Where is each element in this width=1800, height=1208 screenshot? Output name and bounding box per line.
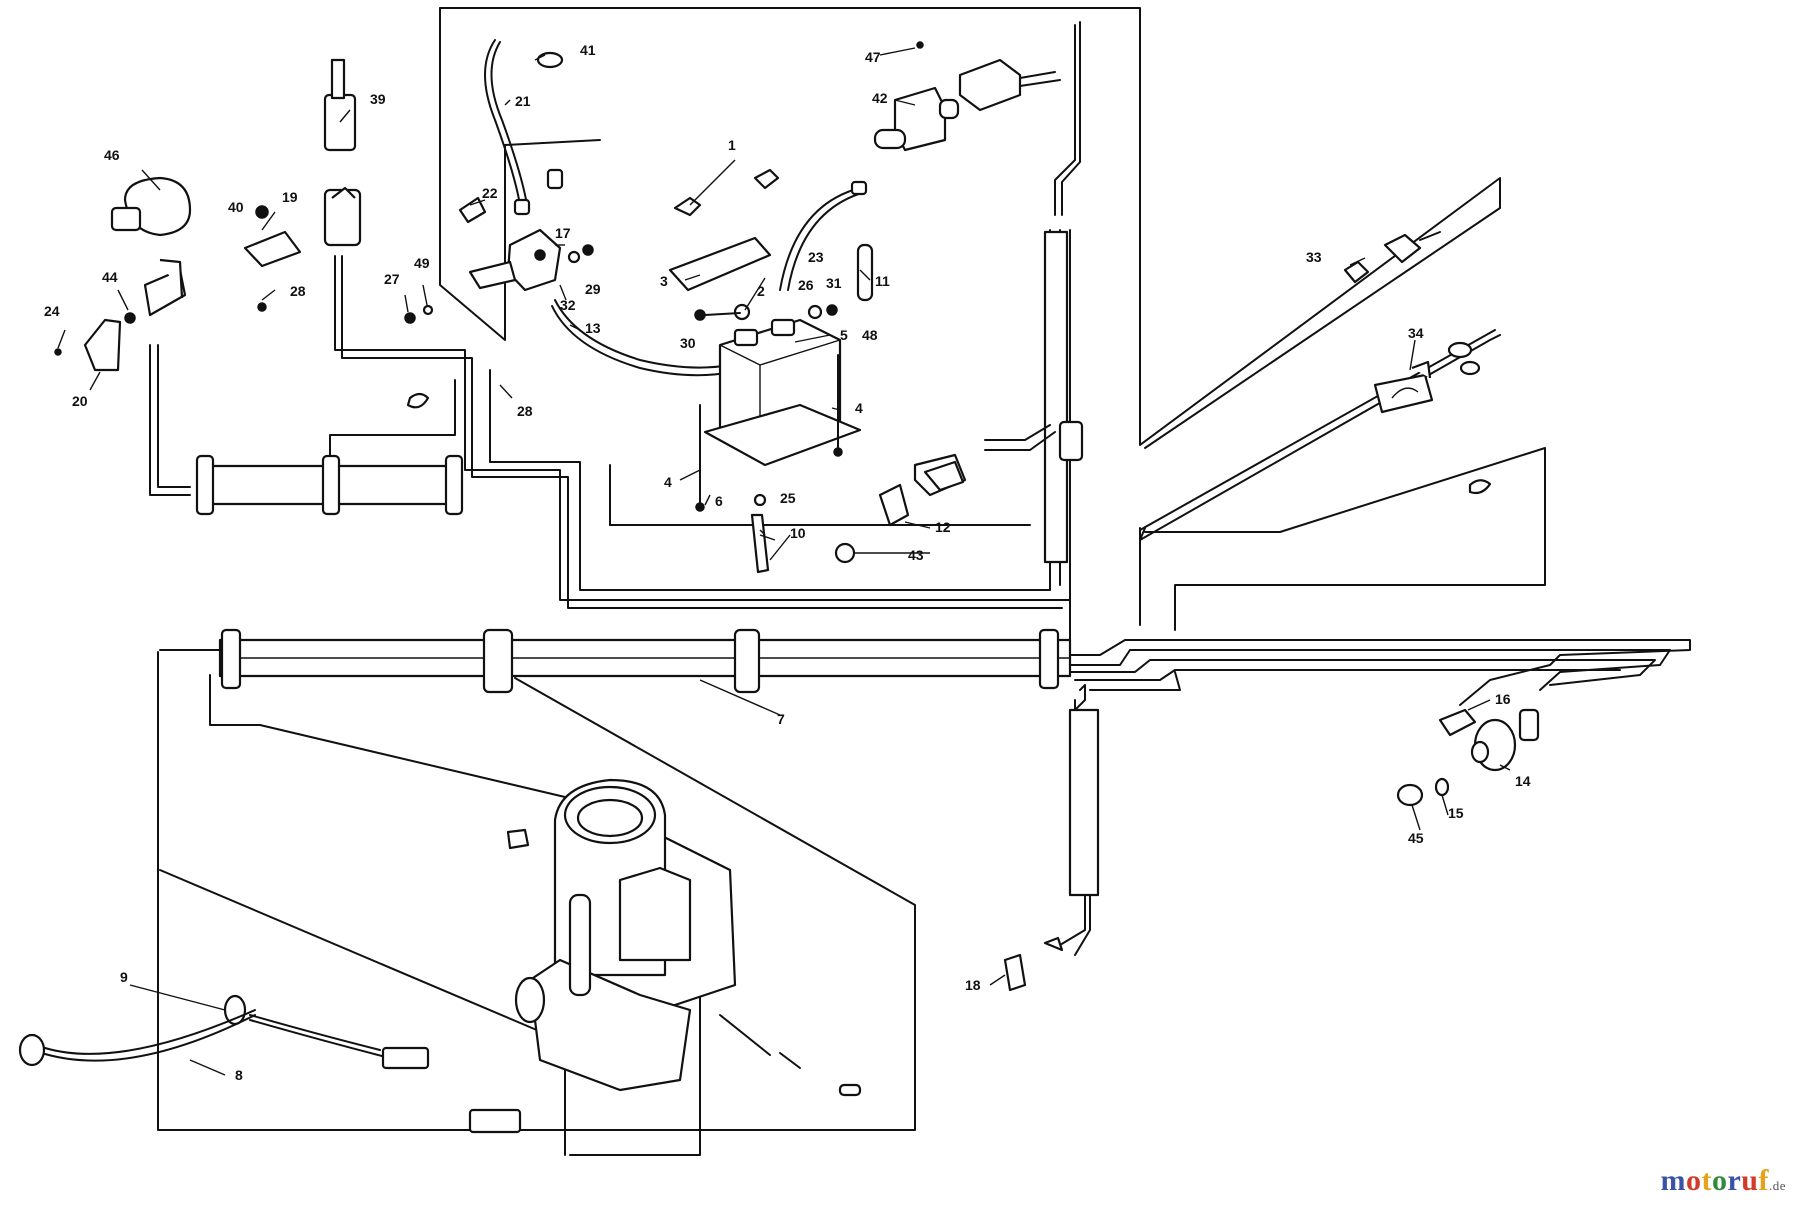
label-6: 6 — [715, 493, 723, 509]
label-34: 34 — [1408, 325, 1424, 341]
label-25: 25 — [780, 490, 796, 506]
label-46: 46 — [104, 147, 120, 163]
label-43: 43 — [908, 547, 924, 563]
label-29: 29 — [585, 281, 601, 297]
label-9: 9 — [120, 969, 128, 985]
label-1: 1 — [728, 137, 736, 153]
label-4b: 4 — [664, 474, 672, 490]
label-48: 48 — [862, 327, 878, 343]
label-30: 30 — [680, 335, 696, 351]
label-41: 41 — [580, 42, 596, 58]
label-31: 31 — [826, 275, 842, 291]
label-22: 22 — [482, 185, 498, 201]
watermark-letter: r — [1727, 1164, 1742, 1197]
components — [18, 39, 1540, 1134]
label-39: 39 — [370, 91, 386, 107]
label-49: 49 — [414, 255, 430, 271]
label-44: 44 — [102, 269, 118, 285]
left-harness — [149, 229, 1071, 641]
label-26: 26 — [798, 277, 814, 293]
battery — [695, 318, 862, 512]
label-21: 21 — [515, 93, 531, 109]
gauge-34 — [1373, 341, 1481, 414]
watermark-letter: o — [1685, 1164, 1702, 1197]
watermark-letter: o — [1711, 1164, 1728, 1197]
label-3: 3 — [660, 273, 668, 289]
label-17: 17 — [555, 225, 571, 241]
label-5: 5 — [840, 327, 848, 343]
label-11: 11 — [875, 273, 890, 289]
label-33: 33 — [1306, 249, 1322, 265]
label-12: 12 — [935, 519, 951, 535]
watermark-suffix: .de — [1768, 1178, 1786, 1193]
part-labels: 1 2 3 4 4 5 6 7 8 9 10 11 12 13 14 15 16… — [44, 42, 1531, 1083]
watermark-letter: u — [1741, 1164, 1759, 1197]
label-45: 45 — [1408, 830, 1424, 846]
label-19: 19 — [282, 189, 298, 205]
label-7: 7 — [777, 711, 785, 727]
watermark-letter: f — [1758, 1164, 1769, 1197]
label-16: 16 — [1495, 691, 1511, 707]
relay-39 — [323, 58, 357, 152]
label-18: 18 — [965, 977, 981, 993]
label-20: 20 — [72, 393, 88, 409]
motoruf-watermark: motoruf.de — [1660, 1164, 1786, 1198]
label-27: 27 — [384, 271, 400, 287]
label-28b: 28 — [517, 403, 533, 419]
label-10: 10 — [790, 525, 806, 541]
label-28a: 28 — [290, 283, 306, 299]
leader-lines — [57, 47, 1511, 1076]
label-2: 2 — [757, 283, 765, 299]
watermark-letter: m — [1660, 1164, 1686, 1197]
label-24: 24 — [44, 303, 60, 319]
main-harness — [157, 628, 1072, 1156]
sensor-harness-8 — [18, 994, 522, 1134]
solenoid-17 — [468, 168, 564, 292]
label-40: 40 — [228, 199, 244, 215]
ignition-switch-14 — [1470, 708, 1540, 772]
label-15: 15 — [1448, 805, 1464, 821]
label-32: 32 — [560, 297, 576, 313]
right-branches — [984, 420, 1691, 956]
harness-outlines — [439, 7, 1546, 631]
label-23: 23 — [808, 249, 824, 265]
watermark-brand: motoruf — [1660, 1164, 1769, 1197]
label-13: 13 — [585, 320, 601, 336]
coil-46 — [110, 176, 192, 237]
label-14: 14 — [1515, 773, 1531, 789]
label-8: 8 — [235, 1067, 243, 1083]
engine — [514, 778, 771, 1092]
watermark-letter: t — [1701, 1164, 1712, 1197]
label-4a: 4 — [855, 400, 863, 416]
label-42: 42 — [872, 90, 888, 106]
label-47: 47 — [865, 49, 881, 65]
